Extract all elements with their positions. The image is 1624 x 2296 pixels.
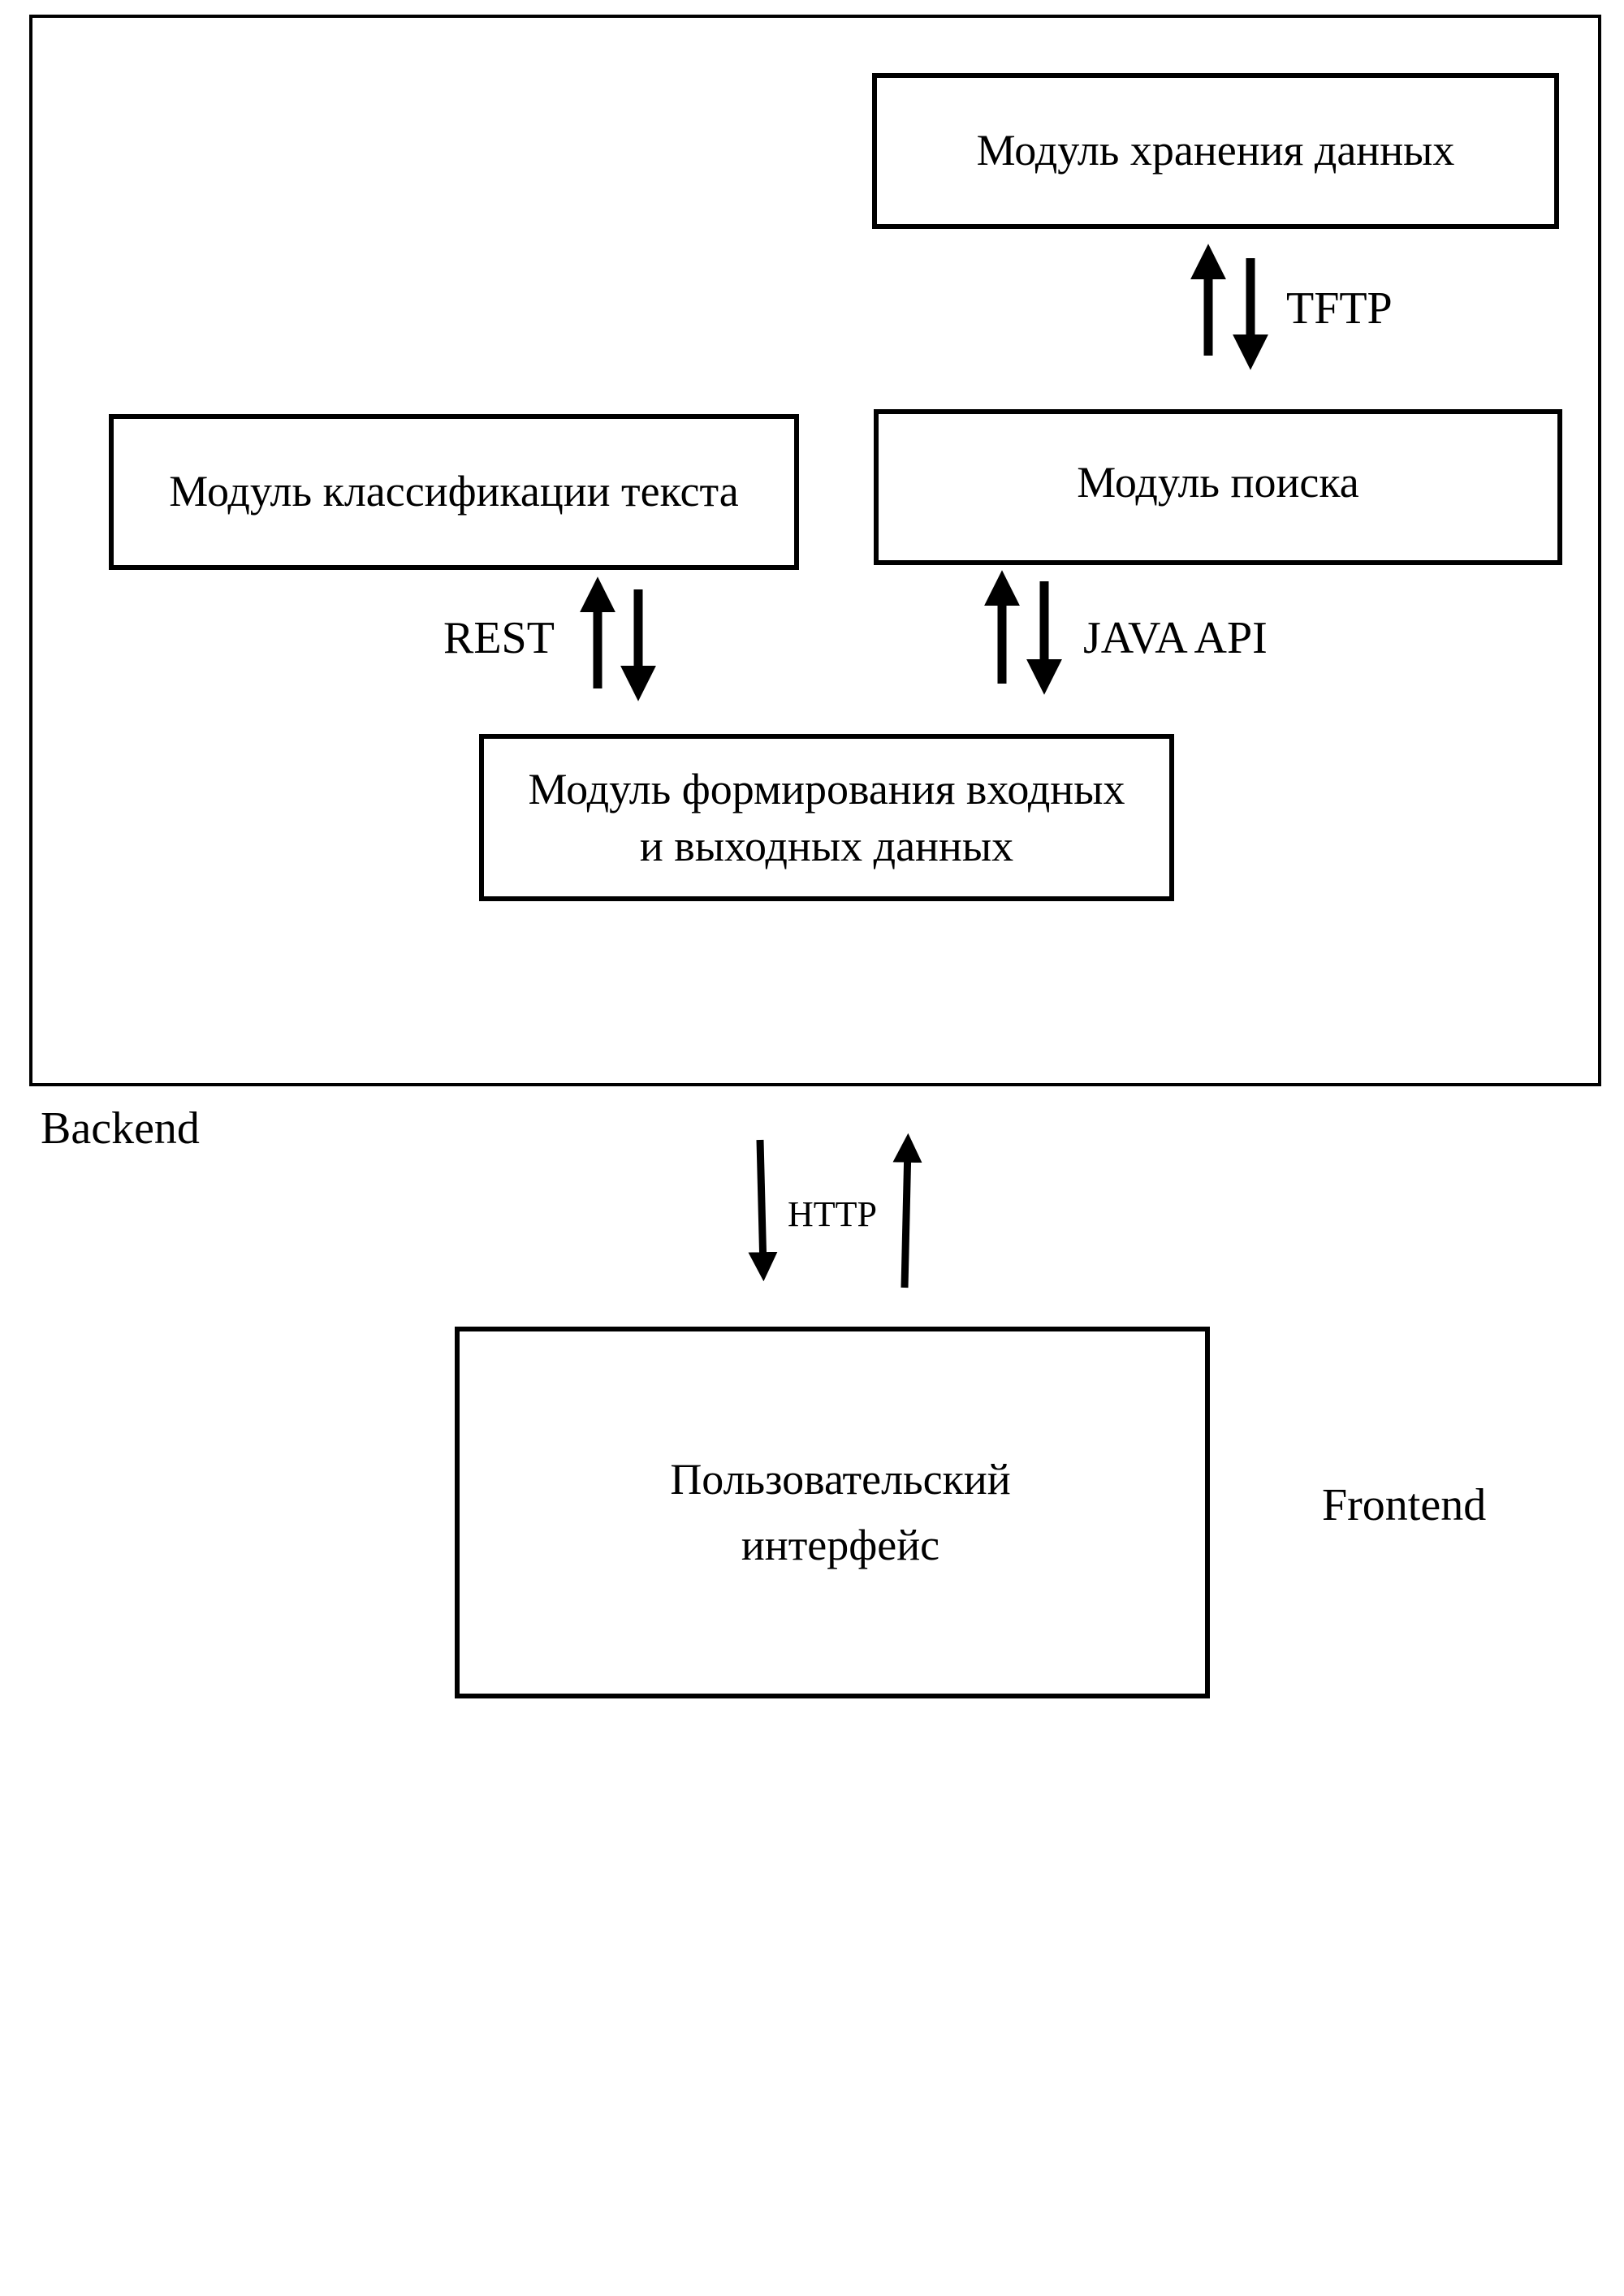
backend-frame	[29, 15, 1601, 1086]
io-module-box: Модуль формирования входных и выходных д…	[479, 734, 1174, 901]
user-interface-box: Пользовательский интерфейс	[455, 1327, 1210, 1698]
java-api-label: JAVA API	[1083, 613, 1268, 663]
http-up-arrow	[892, 1133, 922, 1288]
storage-module-box: Модуль хранения данных	[872, 73, 1559, 229]
tftp-label: TFTP	[1286, 283, 1393, 334]
frontend-label: Frontend	[1322, 1480, 1487, 1530]
http-down-arrow	[748, 1139, 778, 1282]
backend-label: Backend	[41, 1103, 200, 1154]
classification-module-box: Модуль классификации текста	[109, 414, 799, 570]
rest-label: REST	[443, 613, 555, 663]
storage-module-label: Модуль хранения данных	[976, 126, 1455, 175]
io-module-label-line2: и выходных данных	[639, 822, 1014, 870]
io-module-label-line1: Модуль формирования входных	[528, 764, 1125, 814]
user-interface-label-line2: интерфейс	[741, 1521, 940, 1569]
search-module-box: Модуль поиска	[874, 409, 1562, 565]
search-module-label: Модуль поиска	[1077, 458, 1359, 507]
classification-module-label: Модуль классификации текста	[169, 467, 739, 516]
user-interface-label-line1: Пользовательский	[670, 1455, 1011, 1504]
http-label: HTTP	[788, 1194, 877, 1234]
